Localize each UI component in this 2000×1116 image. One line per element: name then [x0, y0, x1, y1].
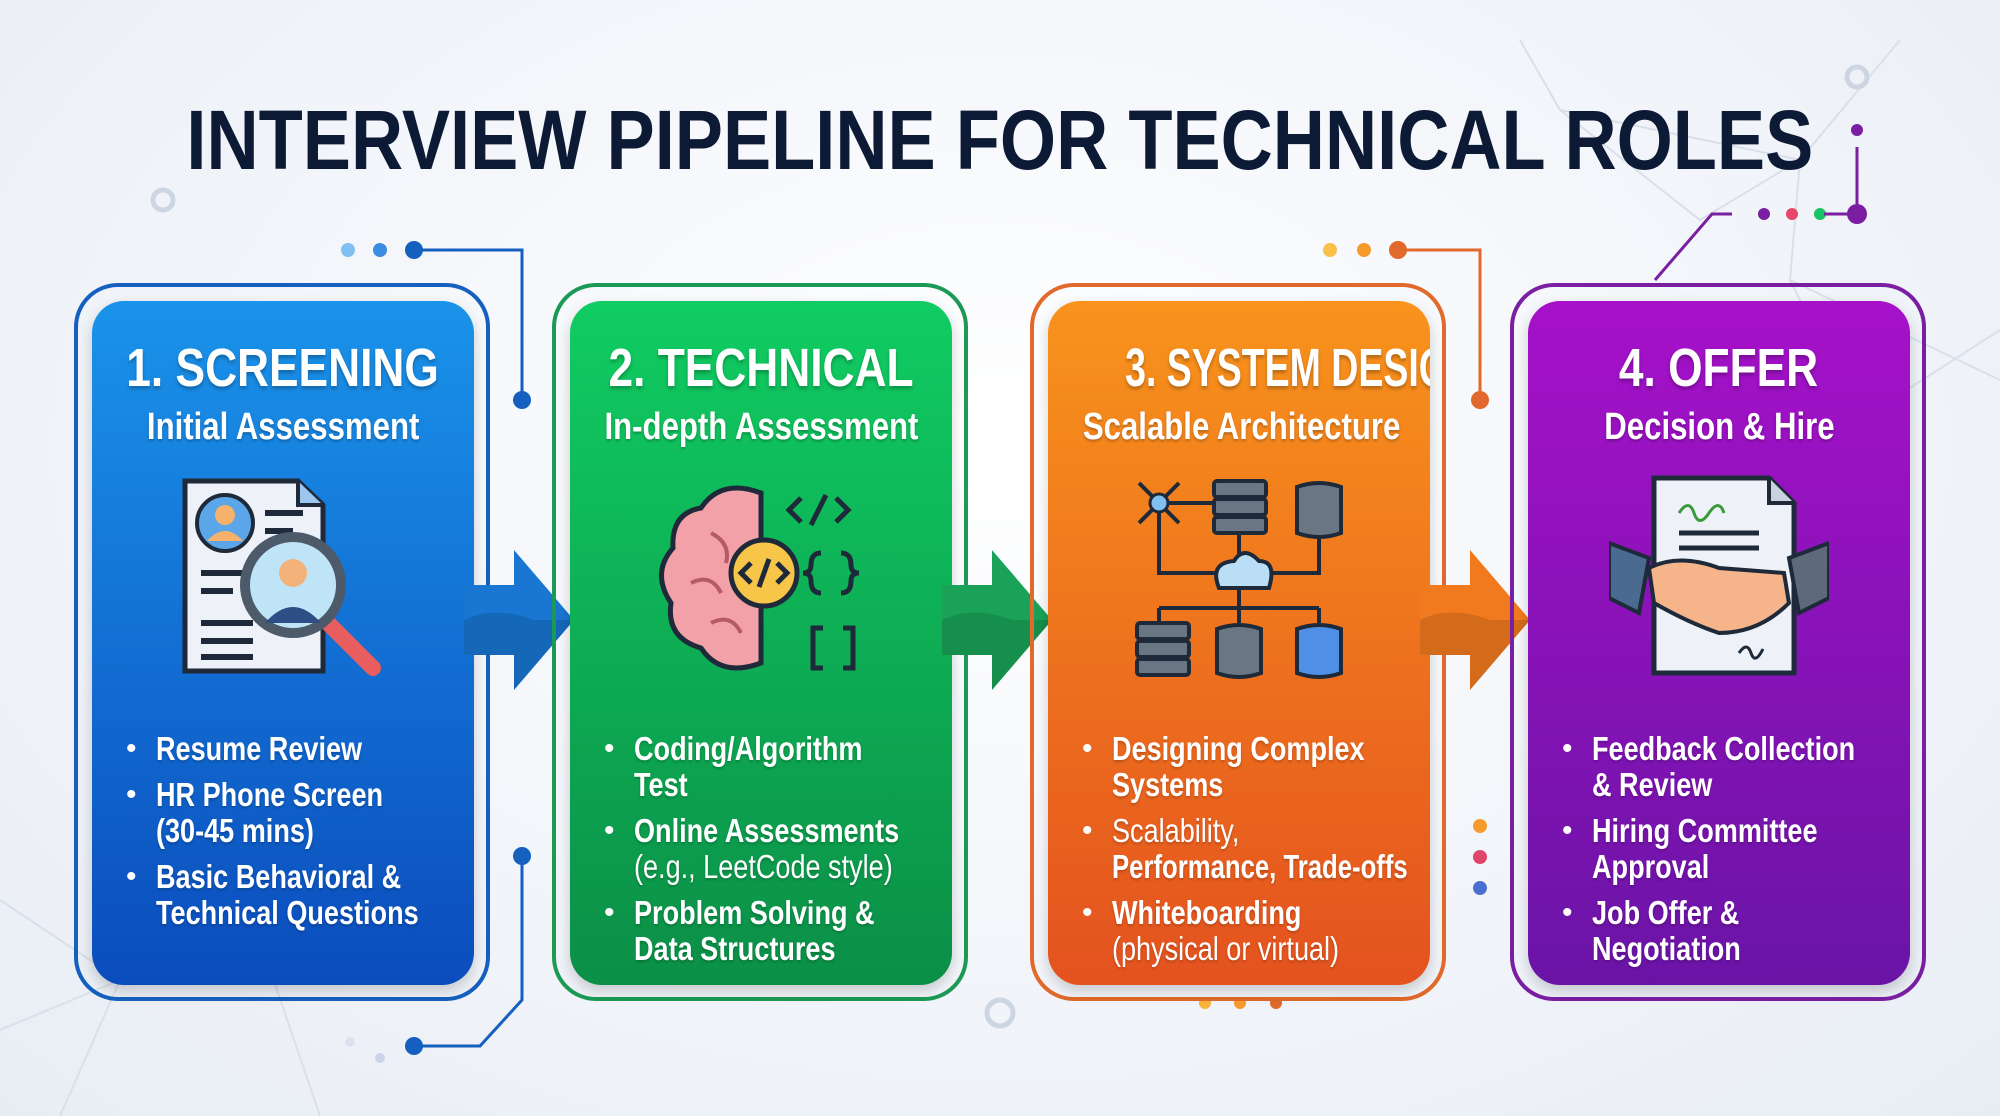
stage-title: 3. SYSTEM DESIGN	[1048, 337, 1430, 399]
bullet-line: Systems	[1112, 767, 1412, 803]
bullet-text: Designing Complex	[1112, 730, 1365, 767]
page-title: INTERVIEW PIPELINE FOR TECHNICAL ROLES	[0, 92, 2000, 189]
bullet-text: Scalability,	[1112, 812, 1240, 849]
bullet-line: Whiteboarding	[1112, 895, 1412, 931]
bullet-line: Problem Solving &	[634, 895, 934, 931]
bullet-text: Resume Review	[156, 730, 363, 767]
bullet-text: Data Structures	[634, 930, 836, 967]
bullet-item: Problem Solving &Data Structures	[604, 895, 934, 967]
bullet-line: Job Offer &	[1592, 895, 1892, 931]
bullet-line: (e.g., LeetCode style)	[634, 849, 934, 885]
brain-code-icon	[651, 473, 871, 683]
bullet-line: Coding/Algorithm	[634, 731, 934, 767]
bullet-line: & Review	[1592, 767, 1892, 803]
stage-subtitle: Decision & Hire	[1528, 404, 1910, 450]
bullet-line: Online Assessments	[634, 813, 934, 849]
bullet-line: Data Structures	[634, 931, 934, 967]
bullet-text: Technical Questions	[156, 894, 419, 931]
bullet-text: Basic Behavioral &	[156, 858, 402, 895]
bullet-line: Approval	[1592, 849, 1892, 885]
arrow-right-icon	[942, 550, 1052, 690]
stage-bullets: Designing ComplexSystemsScalability,Perf…	[1082, 731, 1412, 977]
bullet-line: Basic Behavioral &	[156, 859, 456, 895]
stage-subtitle: Scalable Architecture	[1048, 404, 1430, 450]
stage-title: 2. TECHNICAL	[570, 337, 952, 399]
bullet-text: Test	[634, 766, 688, 803]
stage-title-text: 3. SYSTEM DESIGN	[1125, 338, 1430, 398]
bullet-item: Scalability,Performance, Trade-offs	[1082, 813, 1412, 885]
bullet-line: Designing Complex	[1112, 731, 1412, 767]
bullet-line: Negotiation	[1592, 931, 1892, 967]
bullet-line: Performance, Trade-offs	[1112, 849, 1412, 885]
arrow-right-icon	[464, 550, 574, 690]
bullet-line: Technical Questions	[156, 895, 456, 931]
stage-subtitle-text: Decision & Hire	[1603, 406, 1835, 448]
stage-bullets: Feedback Collection& ReviewHiring Commit…	[1562, 731, 1892, 977]
bullet-line: (30-45 mins)	[156, 813, 456, 849]
stage-card-1: 1. SCREENING Initial AssessmentResume Rev…	[92, 301, 474, 985]
bullet-text: Whiteboarding	[1112, 894, 1302, 931]
bullet-text: Coding/Algorithm	[634, 730, 863, 767]
resume-search-icon	[173, 473, 393, 683]
bullet-text: Hiring Committee	[1592, 812, 1818, 849]
bullet-text: (e.g., LeetCode style)	[634, 848, 893, 885]
stage-title-text: 4. OFFER	[1619, 338, 1819, 398]
bullet-item: Resume Review	[126, 731, 456, 768]
stage-subtitle-text: In-depth Assessment	[604, 406, 919, 448]
bullet-line: (physical or virtual)	[1112, 931, 1412, 967]
bullet-line: HR Phone Screen	[156, 777, 456, 813]
page-title-text: INTERVIEW PIPELINE FOR TECHNICAL ROLES	[186, 93, 1814, 187]
bullet-text: (physical or virtual)	[1112, 930, 1340, 967]
bullet-item: Online Assessments(e.g., LeetCode style)	[604, 813, 934, 885]
bullet-text: Performance, Trade-offs	[1112, 848, 1408, 885]
bullet-item: Feedback Collection& Review	[1562, 731, 1892, 803]
stage-subtitle: Initial Assessment	[92, 404, 474, 450]
stage-bullets: Coding/AlgorithmTestOnline Assessments(e…	[604, 731, 934, 977]
bullet-text: Negotiation	[1592, 930, 1741, 967]
bullet-item: Job Offer &Negotiation	[1562, 895, 1892, 967]
stage-subtitle: In-depth Assessment	[570, 404, 952, 450]
bullet-text: HR Phone Screen	[156, 776, 384, 813]
bullet-line: Scalability,	[1112, 813, 1412, 849]
handshake-contract-icon	[1607, 473, 1831, 683]
stage-title: 4. OFFER	[1528, 337, 1910, 399]
stage-subtitle-text: Initial Assessment	[146, 406, 420, 448]
stage-title-text: 2. TECHNICAL	[608, 338, 914, 398]
bullet-line: Hiring Committee	[1592, 813, 1892, 849]
bullet-text: & Review	[1592, 766, 1713, 803]
bullet-text: Approval	[1592, 848, 1710, 885]
bullet-text: Systems	[1112, 766, 1224, 803]
bullet-line: Test	[634, 767, 934, 803]
bullet-text: Job Offer &	[1592, 894, 1740, 931]
stage-card-4: 4. OFFER Decision & HireFeedback Collecti…	[1528, 301, 1910, 985]
bullet-text: Online Assessments	[634, 812, 900, 849]
stage-card-3: 3. SYSTEM DESIGN Scalable ArchitectureDes…	[1048, 301, 1430, 985]
stage-bullets: Resume Review HR Phone Screen(30-45 mins)…	[126, 731, 456, 941]
bullet-text: (30-45 mins)	[156, 812, 314, 849]
bullet-item: Basic Behavioral &Technical Questions	[126, 859, 456, 931]
stage-title: 1. SCREENING	[92, 337, 474, 399]
bullet-text: Problem Solving &	[634, 894, 875, 931]
system-architecture-icon	[1129, 473, 1349, 683]
arrow-right-icon	[1420, 550, 1530, 690]
stage-title-text: 1. SCREENING	[126, 338, 440, 398]
stage-subtitle-text: Scalable Architecture	[1082, 406, 1401, 448]
stage-card-2: 2. TECHNICAL In-depth AssessmentCoding/Al…	[570, 301, 952, 985]
bullet-item: Whiteboarding(physical or virtual)	[1082, 895, 1412, 967]
bullet-text: Feedback Collection	[1592, 730, 1856, 767]
bullet-item: HR Phone Screen(30-45 mins)	[126, 777, 456, 849]
bullet-line: Feedback Collection	[1592, 731, 1892, 767]
stage-4-frame	[1510, 283, 1926, 1001]
bullet-line: Resume Review	[156, 731, 456, 767]
